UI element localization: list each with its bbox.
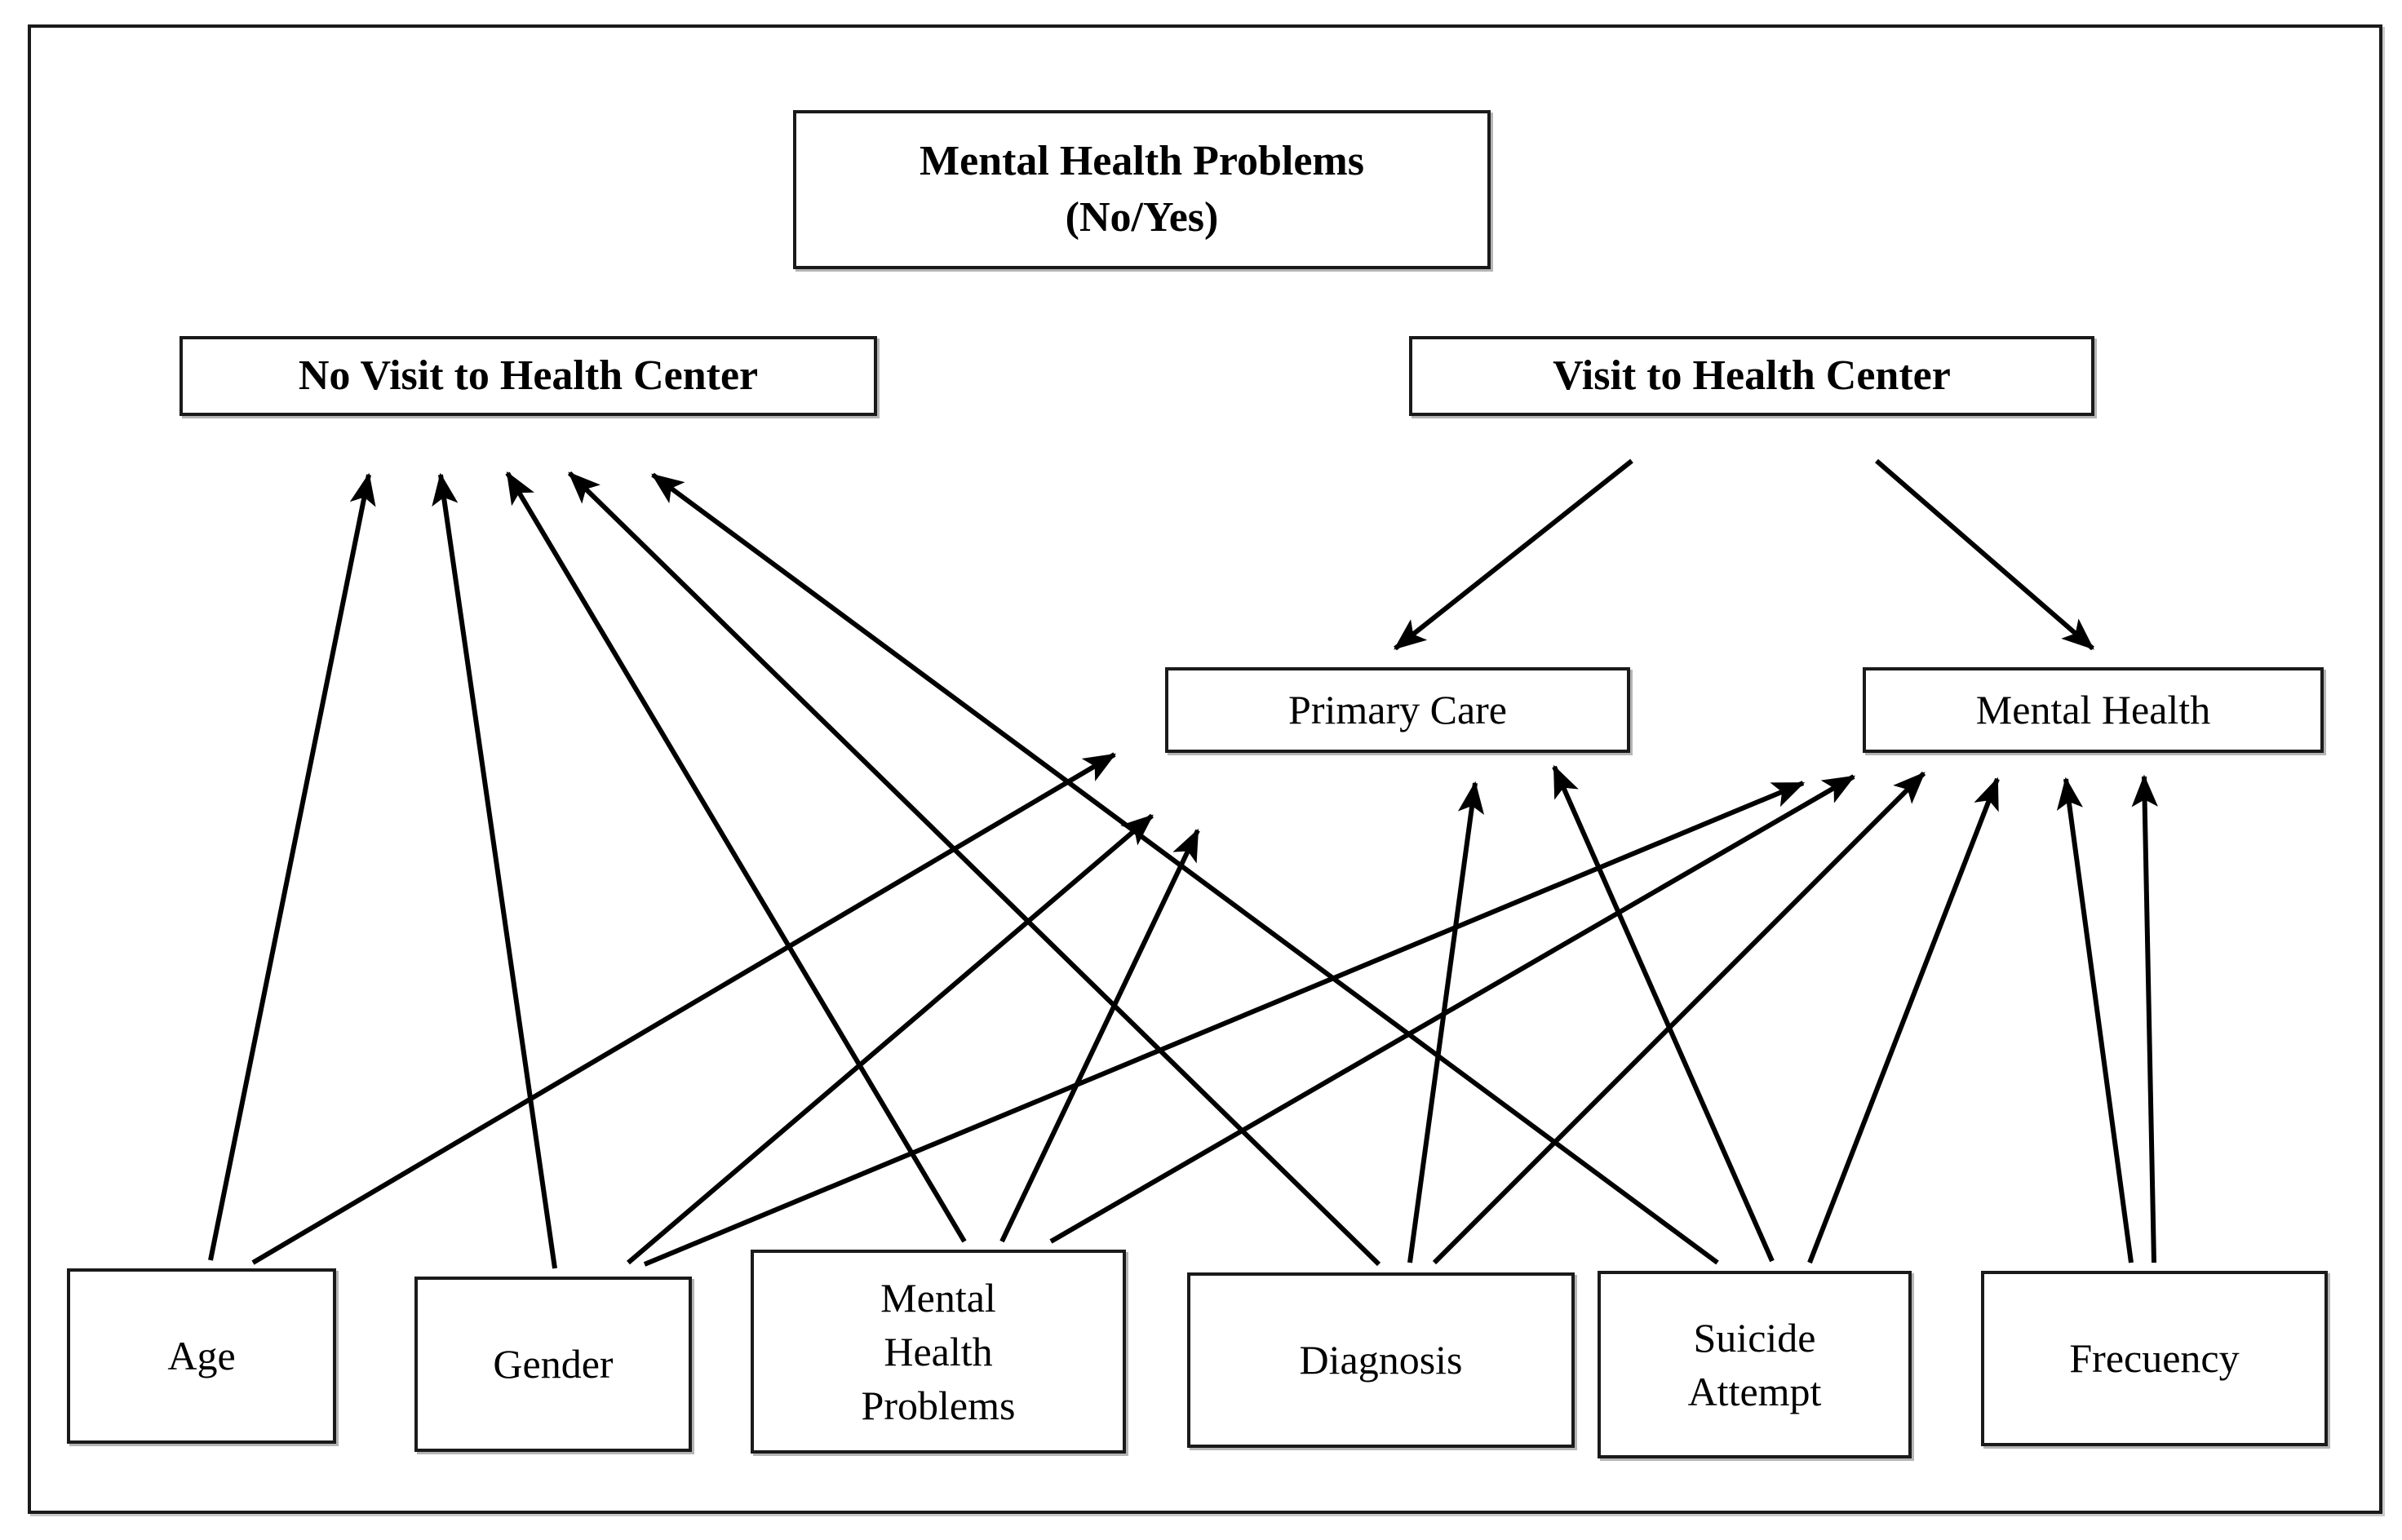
edge-visit-to-mental-health <box>1875 458 2094 651</box>
edge-gender-to-mental-health <box>643 781 1806 1267</box>
edge-diagnosis-to-mental-health <box>1432 771 1926 1265</box>
node-label-gender: Gender <box>493 1341 614 1387</box>
node-label-primary-care: Primary Care <box>1288 687 1507 732</box>
edge-suicide-to-mental-health <box>1807 777 2000 1264</box>
edge-suicide-to-no-visit <box>651 472 1719 1265</box>
node-label-age: Age <box>167 1333 236 1378</box>
node-visit-to-health-center: Visit to Health Center <box>1409 336 2094 416</box>
node-gender: Gender <box>414 1277 692 1452</box>
edge-suicide-to-primary-care <box>1552 764 1775 1263</box>
node-age: Age <box>67 1268 336 1444</box>
edge-mhp-to-no-visit <box>505 471 967 1243</box>
edge-frecuency-to-mental-health-2 <box>2131 774 2158 1263</box>
node-mental-health: Mental Health <box>1863 667 2324 753</box>
node-no-visit-to-health-center: No Visit to Health Center <box>179 336 877 416</box>
edge-gender-to-primary-care <box>627 813 1154 1265</box>
edge-age-to-primary-care <box>251 752 1117 1265</box>
edge-gender-to-no-visit <box>432 472 557 1269</box>
node-mental-health-problems-predictor: Mental Health Problems <box>751 1250 1126 1454</box>
edge-mhp-to-primary-care <box>999 828 1200 1243</box>
edge-frecuency-to-mental-health <box>2056 777 2134 1263</box>
edge-diagnosis-to-primary-care <box>1407 781 1485 1263</box>
node-frecuency: Frecuency <box>1981 1271 2328 1446</box>
node-label-mental-health-problems-outcome: Mental Health Problems (No/Yes) <box>920 137 1364 241</box>
node-label-frecuency: Frecuency <box>2069 1335 2240 1381</box>
node-label-suicide-attempt: Suicide Attempt <box>1687 1315 1822 1414</box>
node-label-mental-health-problems-predictor: Mental Health Problems <box>861 1275 1016 1428</box>
edge-mhp-to-mental-health <box>1049 774 1856 1244</box>
node-label-diagnosis: Diagnosis <box>1299 1337 1463 1383</box>
edge-visit-to-primary-care <box>1394 458 1633 651</box>
edge-age-to-no-visit <box>208 472 376 1261</box>
node-primary-care: Primary Care <box>1165 667 1630 753</box>
node-mental-health-problems-outcome: Mental Health Problems (No/Yes) <box>793 110 1491 269</box>
figure-outer-frame <box>28 24 2382 1514</box>
node-diagnosis: Diagnosis <box>1187 1272 1575 1448</box>
node-suicide-attempt: Suicide Attempt <box>1598 1271 1912 1458</box>
node-label-no-visit-to-health-center: No Visit to Health Center <box>298 352 759 400</box>
node-label-mental-health: Mental Health <box>1975 687 2211 732</box>
node-label-visit-to-health-center: Visit to Health Center <box>1553 352 1951 400</box>
